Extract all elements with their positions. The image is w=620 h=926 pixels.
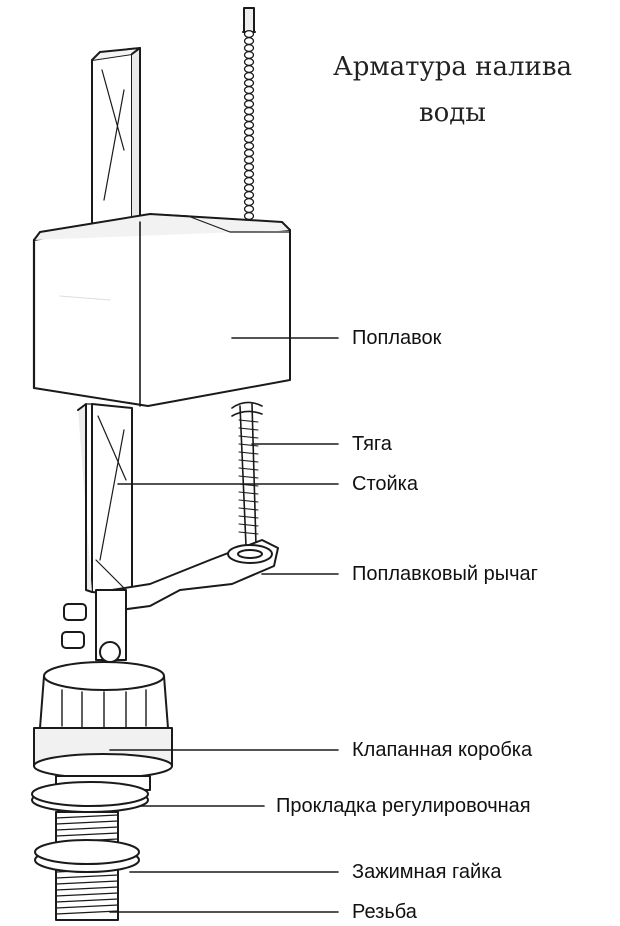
chain-link xyxy=(243,92,255,102)
thread-line xyxy=(55,910,119,915)
thread-line xyxy=(55,832,119,837)
rod-coil xyxy=(238,467,259,471)
label-adjusting-gasket: Прокладка регулировочная xyxy=(276,795,531,817)
chain-link xyxy=(243,176,255,186)
chain-link xyxy=(243,183,255,193)
diagram-title-line2: воды xyxy=(419,98,486,128)
chain-link xyxy=(243,43,255,53)
chain-link xyxy=(243,148,255,158)
float-body xyxy=(32,213,291,407)
chain-link xyxy=(243,197,255,207)
chain-link xyxy=(243,169,255,179)
chain-link xyxy=(243,127,255,137)
rod-coil xyxy=(238,427,259,431)
chain-link xyxy=(243,211,255,221)
label-thread: Резьба xyxy=(352,901,417,923)
rod-assembly xyxy=(231,401,263,547)
chain-link xyxy=(243,64,255,74)
rod-coil xyxy=(238,523,259,527)
thread-line xyxy=(55,886,119,891)
rod-coil xyxy=(238,531,259,535)
diagram-title-line1: Арматура налива xyxy=(333,52,572,82)
label-rod: Тяга xyxy=(352,433,392,455)
chain-link xyxy=(243,162,255,172)
chain-link xyxy=(243,99,255,109)
thread-line xyxy=(55,820,119,825)
rod-coil xyxy=(238,491,259,495)
rod-coil xyxy=(238,451,259,455)
clamp-nut xyxy=(34,839,140,873)
label-float-lever: Поплавковый рычаг xyxy=(352,563,538,585)
thread-line xyxy=(55,874,119,879)
rod-coil xyxy=(238,459,259,463)
thread-line xyxy=(55,826,119,831)
adjusting-gasket xyxy=(31,781,149,813)
rod-coil xyxy=(238,419,259,423)
thread-line xyxy=(55,880,119,885)
chain-link xyxy=(243,71,255,81)
rod-coil xyxy=(238,475,259,479)
chain-link xyxy=(243,190,255,200)
chain-link xyxy=(243,78,255,88)
label-float: Поплавок xyxy=(352,327,442,349)
valve-box xyxy=(33,661,173,791)
label-valve-box: Клапанная коробка xyxy=(352,739,533,761)
chain-link xyxy=(243,29,255,39)
leader-lines xyxy=(109,337,339,913)
rod-coil xyxy=(238,443,259,447)
stand-post xyxy=(91,47,141,245)
chain-link xyxy=(243,36,255,46)
thread-line xyxy=(55,814,119,819)
rod-coil xyxy=(238,507,259,511)
chain-link xyxy=(243,50,255,60)
chain-link xyxy=(243,106,255,116)
valve-mechanism xyxy=(61,589,127,663)
chain-link xyxy=(243,85,255,95)
rod-coil xyxy=(238,499,259,503)
chain-link xyxy=(243,141,255,151)
chain-link xyxy=(243,204,255,214)
rod-chain-top xyxy=(242,7,256,221)
thread-line xyxy=(55,892,119,897)
label-clamp-nut: Зажимная гайка xyxy=(352,861,502,883)
chain-link xyxy=(243,120,255,130)
chain-link xyxy=(243,113,255,123)
chain-link xyxy=(243,57,255,67)
stand-lower xyxy=(77,403,133,597)
thread-line xyxy=(55,898,119,903)
label-stand: Стойка xyxy=(352,473,418,495)
thread-line xyxy=(55,904,119,909)
chain-link xyxy=(243,155,255,165)
rod-coil xyxy=(238,515,259,519)
rod-coil xyxy=(238,435,259,439)
float-lever xyxy=(111,539,279,611)
chain-link xyxy=(243,134,255,144)
